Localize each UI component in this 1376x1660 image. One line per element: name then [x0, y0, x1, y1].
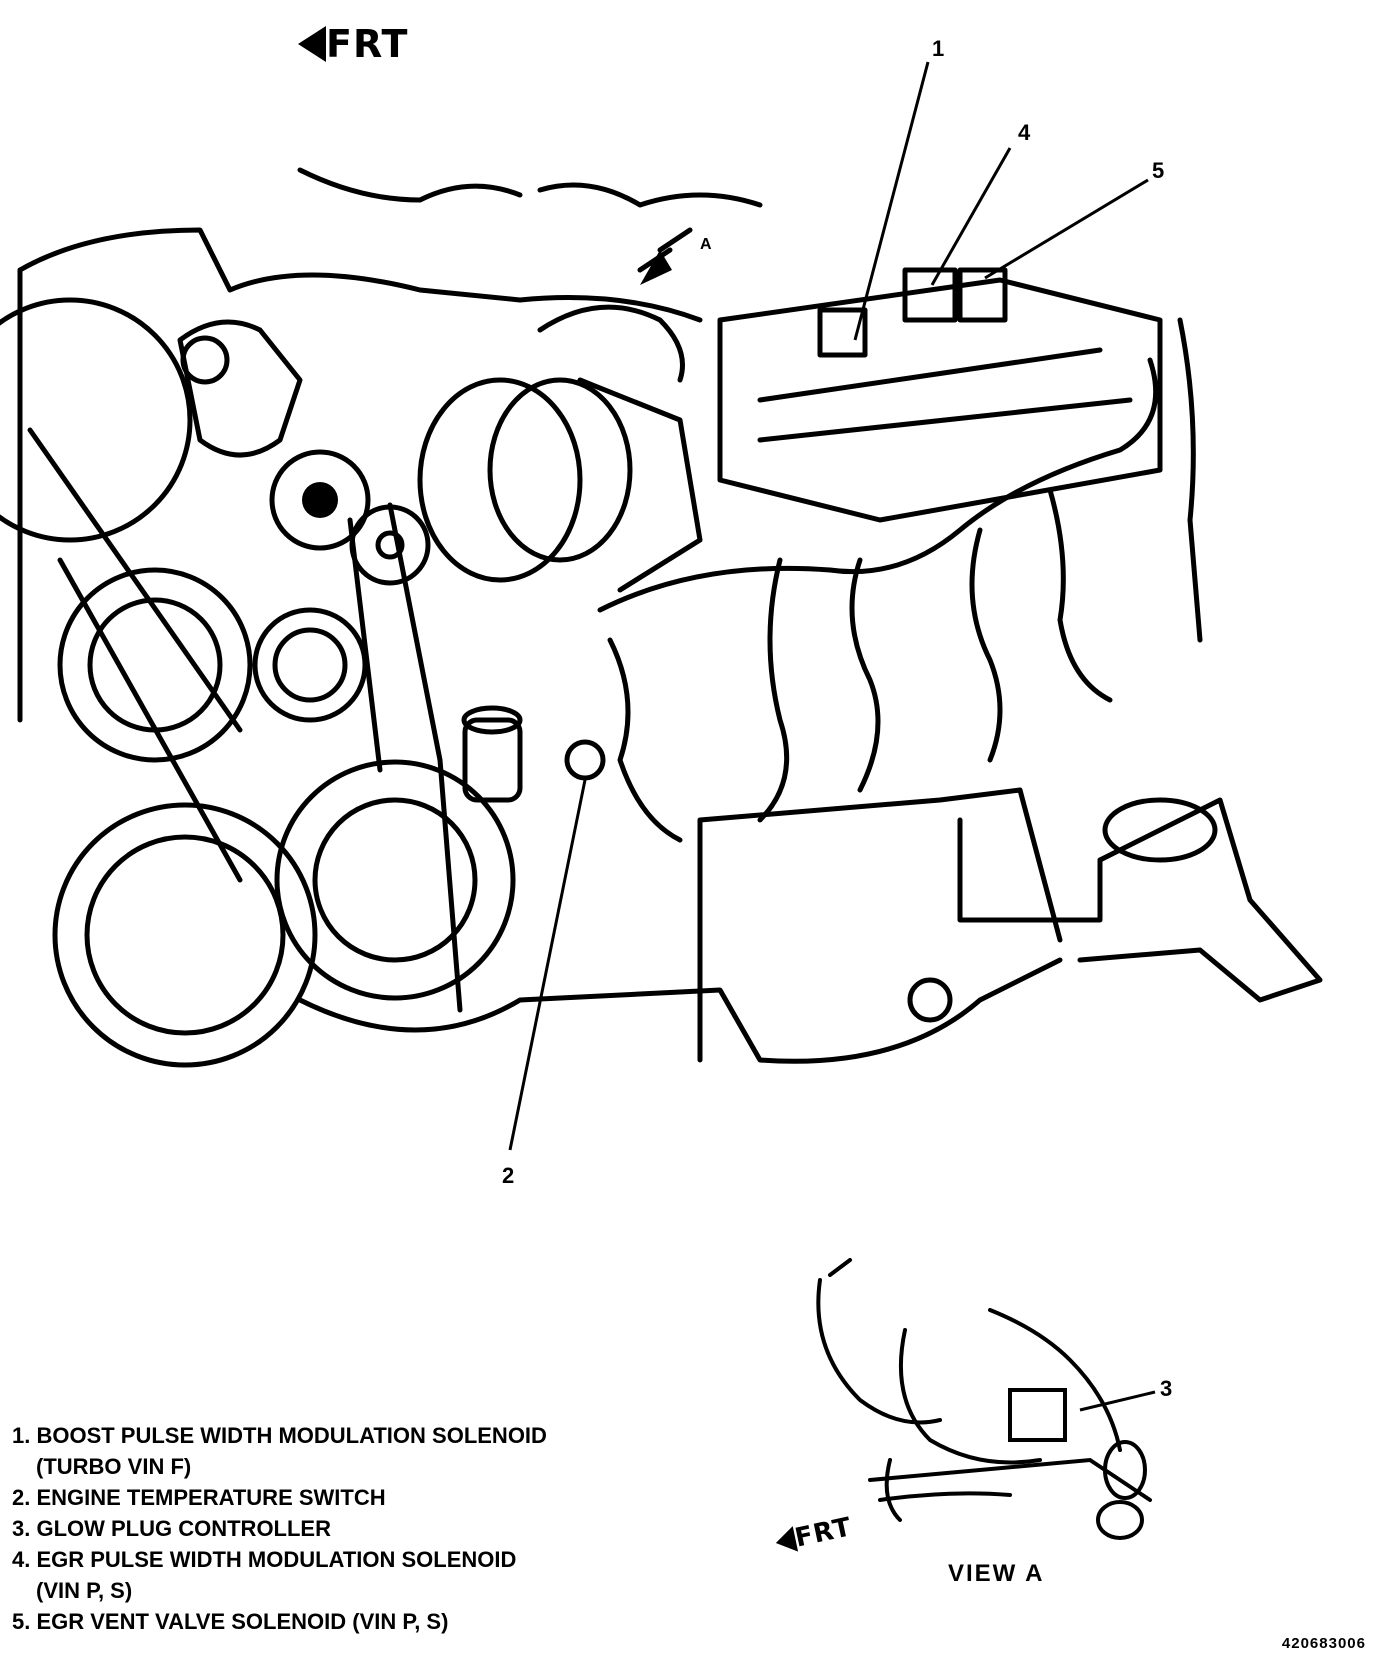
tensioner-pulley — [349, 504, 431, 586]
ps-reservoir — [462, 717, 523, 803]
callout-1: 1 — [932, 36, 945, 61]
parts-legend: 1. BOOST PULSE WIDTH MODULATION SOLENOID… — [12, 1420, 672, 1637]
boost-pwm-solenoid — [817, 307, 868, 358]
legend-item-3: 3. GLOW PLUG CONTROLLER — [12, 1516, 331, 1541]
view-a-arrow — [640, 250, 672, 285]
legend-item-4: 4. EGR PULSE WIDTH MODULATION SOLENOID — [12, 1547, 517, 1572]
idler-pulley — [252, 607, 368, 723]
hood-contour — [297, 167, 523, 203]
leader-1 — [853, 61, 930, 341]
figure-id: 420683006 — [1281, 1635, 1366, 1652]
alternator — [417, 377, 583, 583]
frt-label: FRT — [326, 22, 409, 66]
glow-plug-controller — [1008, 1388, 1067, 1442]
view-a-tag: A — [700, 236, 712, 253]
front-arrow-icon — [298, 26, 326, 62]
engine-temp-switch — [564, 739, 606, 781]
crank-pulley-lower — [52, 802, 318, 1068]
callout-3: 3 — [1160, 1376, 1173, 1401]
legend-item-4-sub: (VIN P, S) — [36, 1578, 133, 1603]
view-a-label: VIEW A — [948, 1560, 1045, 1587]
crank-pulley-upper — [57, 567, 253, 763]
power-steering-pulley — [274, 759, 516, 1001]
egr-pwm-solenoid — [902, 267, 958, 323]
legend-item-1-sub: (TURBO VIN F) — [36, 1454, 192, 1479]
leader-5 — [984, 178, 1149, 280]
callout-4: 4 — [1018, 120, 1031, 145]
legend-item-2: 2. ENGINE TEMPERATURE SWITCH — [12, 1485, 386, 1510]
frt-orientation-main: FRT — [298, 22, 408, 66]
water-pump-pulley — [269, 449, 371, 551]
callout-2: 2 — [502, 1163, 515, 1188]
leader-2 — [508, 779, 587, 1151]
fan-shroud — [0, 297, 193, 543]
legend-item-1: 1. BOOST PULSE WIDTH MODULATION SOLENOID — [12, 1423, 547, 1448]
leader-3 — [1079, 1390, 1156, 1412]
view-a-detail — [816, 1258, 1152, 1540]
egr-vent-solenoid — [957, 267, 1008, 323]
legend-item-5: 5. EGR VENT VALVE SOLENOID (VIN P, S) — [12, 1609, 449, 1634]
drain-plug — [907, 977, 953, 1023]
leader-4 — [930, 147, 1012, 286]
callout-5: 5 — [1152, 158, 1165, 183]
